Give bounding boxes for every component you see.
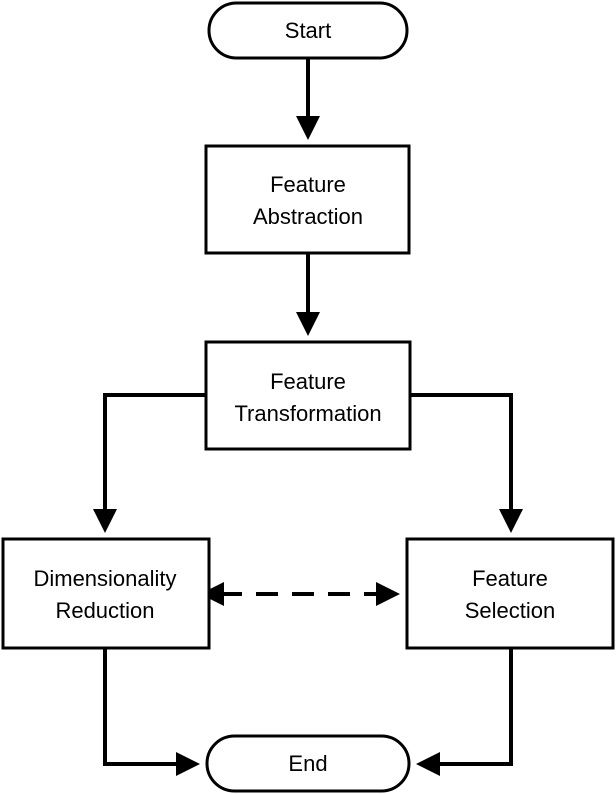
node-dimensionality-reduction: Dimensionality Reduction [1,537,211,650]
start-label: Start [285,18,331,43]
edges [93,58,523,776]
end-terminator-shape [205,734,411,793]
start-terminator-shape [207,1,409,60]
feature-abstraction-box [204,144,411,255]
feature-transformation-box [204,340,412,451]
node-feature-selection: Feature Selection [405,537,615,650]
node-start: Start [207,1,409,60]
feature-selection-label-line-1: Feature [472,566,548,591]
edge-feature-transformation-to-dimensionality-reduction [93,393,206,533]
node-end: End [205,734,411,793]
node-feature-abstraction: Feature Abstraction [204,144,411,255]
dimensionality-reduction-box [1,537,211,650]
feature-abstraction-label-line-1: Feature [270,172,346,197]
end-label: End [288,751,327,776]
dimensionality-reduction-label-line-1: Dimensionality [33,566,176,591]
edge-dimensionality-reduction-to-end [103,648,200,776]
feature-selection-box [405,537,615,650]
feature-abstraction-label-line-2: Abstraction [253,204,363,229]
edge-feature-selection-to-end [416,648,513,776]
feature-transformation-label-line-1: Feature [270,369,346,394]
edge-feature-transformation-to-feature-selection [410,393,523,533]
feature-transformation-label-line-2: Transformation [234,401,381,426]
dimensionality-reduction-label-line-2: Reduction [55,598,154,623]
feature-selection-label-line-2: Selection [465,598,556,623]
node-feature-transformation: Feature Transformation [204,340,412,451]
